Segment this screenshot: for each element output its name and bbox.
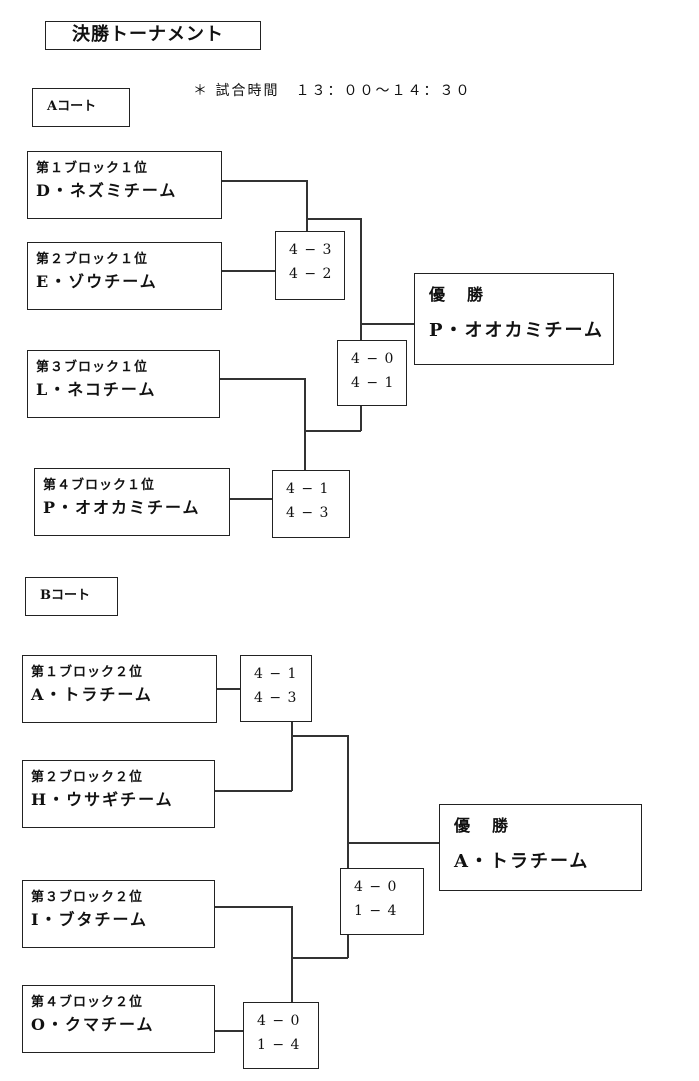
bracket-line — [347, 935, 349, 958]
bracket-line — [222, 270, 275, 272]
bracket-line — [291, 906, 293, 1002]
score-line: 4 − 1 — [254, 666, 298, 682]
winner-name: A・トラチーム — [454, 851, 590, 872]
court-a-semifinal-1-score: 4 − 3 4 − 2 — [275, 231, 345, 300]
team-block: 第４ブロック２位 — [31, 995, 144, 1010]
score-line: 4 − 1 — [286, 481, 330, 497]
court-b-winner-box: 優勝 A・トラチーム — [439, 804, 642, 891]
team-block: 第３ブロック２位 — [31, 890, 144, 905]
bracket-line — [291, 957, 348, 959]
score-line: 4 − 1 — [351, 375, 395, 391]
bracket-line — [360, 406, 362, 431]
bracket-line — [222, 180, 307, 182]
court-a-team-3: 第３ブロック１位 L・ネコチーム — [27, 350, 220, 418]
page-title: 決勝トーナメント — [45, 21, 261, 50]
team-name: L・ネコチーム — [36, 380, 157, 399]
score-line: 4 − 0 — [354, 879, 398, 895]
bracket-line — [220, 378, 305, 380]
bracket-line — [306, 218, 361, 220]
team-block: 第２ブロック２位 — [31, 770, 144, 785]
score-line: 1 − 4 — [257, 1037, 301, 1053]
team-block: 第１ブロック１位 — [36, 161, 149, 176]
team-block: 第２ブロック１位 — [36, 252, 149, 267]
bracket-line — [347, 735, 349, 868]
bracket-line — [347, 842, 439, 844]
court-a-final-score: 4 − 0 4 − 1 — [337, 340, 407, 406]
team-name: H・ウサギチーム — [31, 790, 174, 809]
court-a-label: Aコート — [32, 88, 130, 127]
bracket-line — [360, 218, 362, 340]
court-a-semifinal-2-score: 4 − 1 4 − 3 — [272, 470, 350, 538]
bracket-line — [291, 735, 348, 737]
score-line: 4 − 3 — [289, 242, 333, 258]
score-line: 4 − 0 — [351, 351, 395, 367]
team-name: A・トラチーム — [31, 685, 153, 704]
score-line: 4 − 3 — [254, 690, 298, 706]
score-line: 1 − 4 — [354, 903, 398, 919]
bracket-line — [304, 430, 361, 432]
winner-label: 優勝 — [454, 816, 531, 835]
team-block: 第４ブロック１位 — [43, 478, 156, 493]
team-name: P・オオカミチーム — [43, 498, 201, 517]
court-b-final-score: 4 − 0 1 − 4 — [340, 868, 424, 935]
team-block: 第３ブロック１位 — [36, 360, 149, 375]
bracket-line — [360, 323, 414, 325]
team-name: D・ネズミチーム — [36, 181, 178, 200]
court-b-semifinal-1-score: 4 − 1 4 − 3 — [240, 655, 312, 722]
bracket-line — [215, 790, 292, 792]
bracket-line — [230, 498, 272, 500]
bracket-line — [217, 688, 240, 690]
bracket-line — [215, 906, 292, 908]
court-b-team-2: 第２ブロック２位 H・ウサギチーム — [22, 760, 215, 828]
bracket-line — [291, 722, 293, 791]
score-line: 4 − 2 — [289, 266, 333, 282]
team-name: I・ブタチーム — [31, 910, 149, 929]
team-name: O・クマチーム — [31, 1015, 155, 1034]
court-b-team-1: 第１ブロック２位 A・トラチーム — [22, 655, 217, 723]
court-a-team-2: 第２ブロック１位 E・ゾウチーム — [27, 242, 222, 310]
score-line: 4 − 3 — [286, 505, 330, 521]
court-a-team-1: 第１ブロック１位 D・ネズミチーム — [27, 151, 222, 219]
bracket-line — [304, 378, 306, 470]
court-b-label: Bコート — [25, 577, 118, 616]
team-block: 第１ブロック２位 — [31, 665, 144, 680]
court-a-team-4: 第４ブロック１位 P・オオカミチーム — [34, 468, 230, 536]
team-name: E・ゾウチーム — [36, 272, 158, 291]
court-b-team-4: 第４ブロック２位 O・クマチーム — [22, 985, 215, 1053]
bracket-line — [215, 1030, 243, 1032]
court-b-team-3: 第３ブロック２位 I・ブタチーム — [22, 880, 215, 948]
winner-name: P・オオカミチーム — [429, 320, 604, 341]
bracket-line — [306, 180, 308, 231]
match-time-note: ＊ 試合時間 １３：００〜１４：３０ — [193, 83, 472, 99]
score-line: 4 − 0 — [257, 1013, 301, 1029]
winner-label: 優勝 — [429, 285, 506, 304]
court-b-semifinal-2-score: 4 − 0 1 − 4 — [243, 1002, 319, 1069]
court-a-winner-box: 優勝 P・オオカミチーム — [414, 273, 614, 365]
